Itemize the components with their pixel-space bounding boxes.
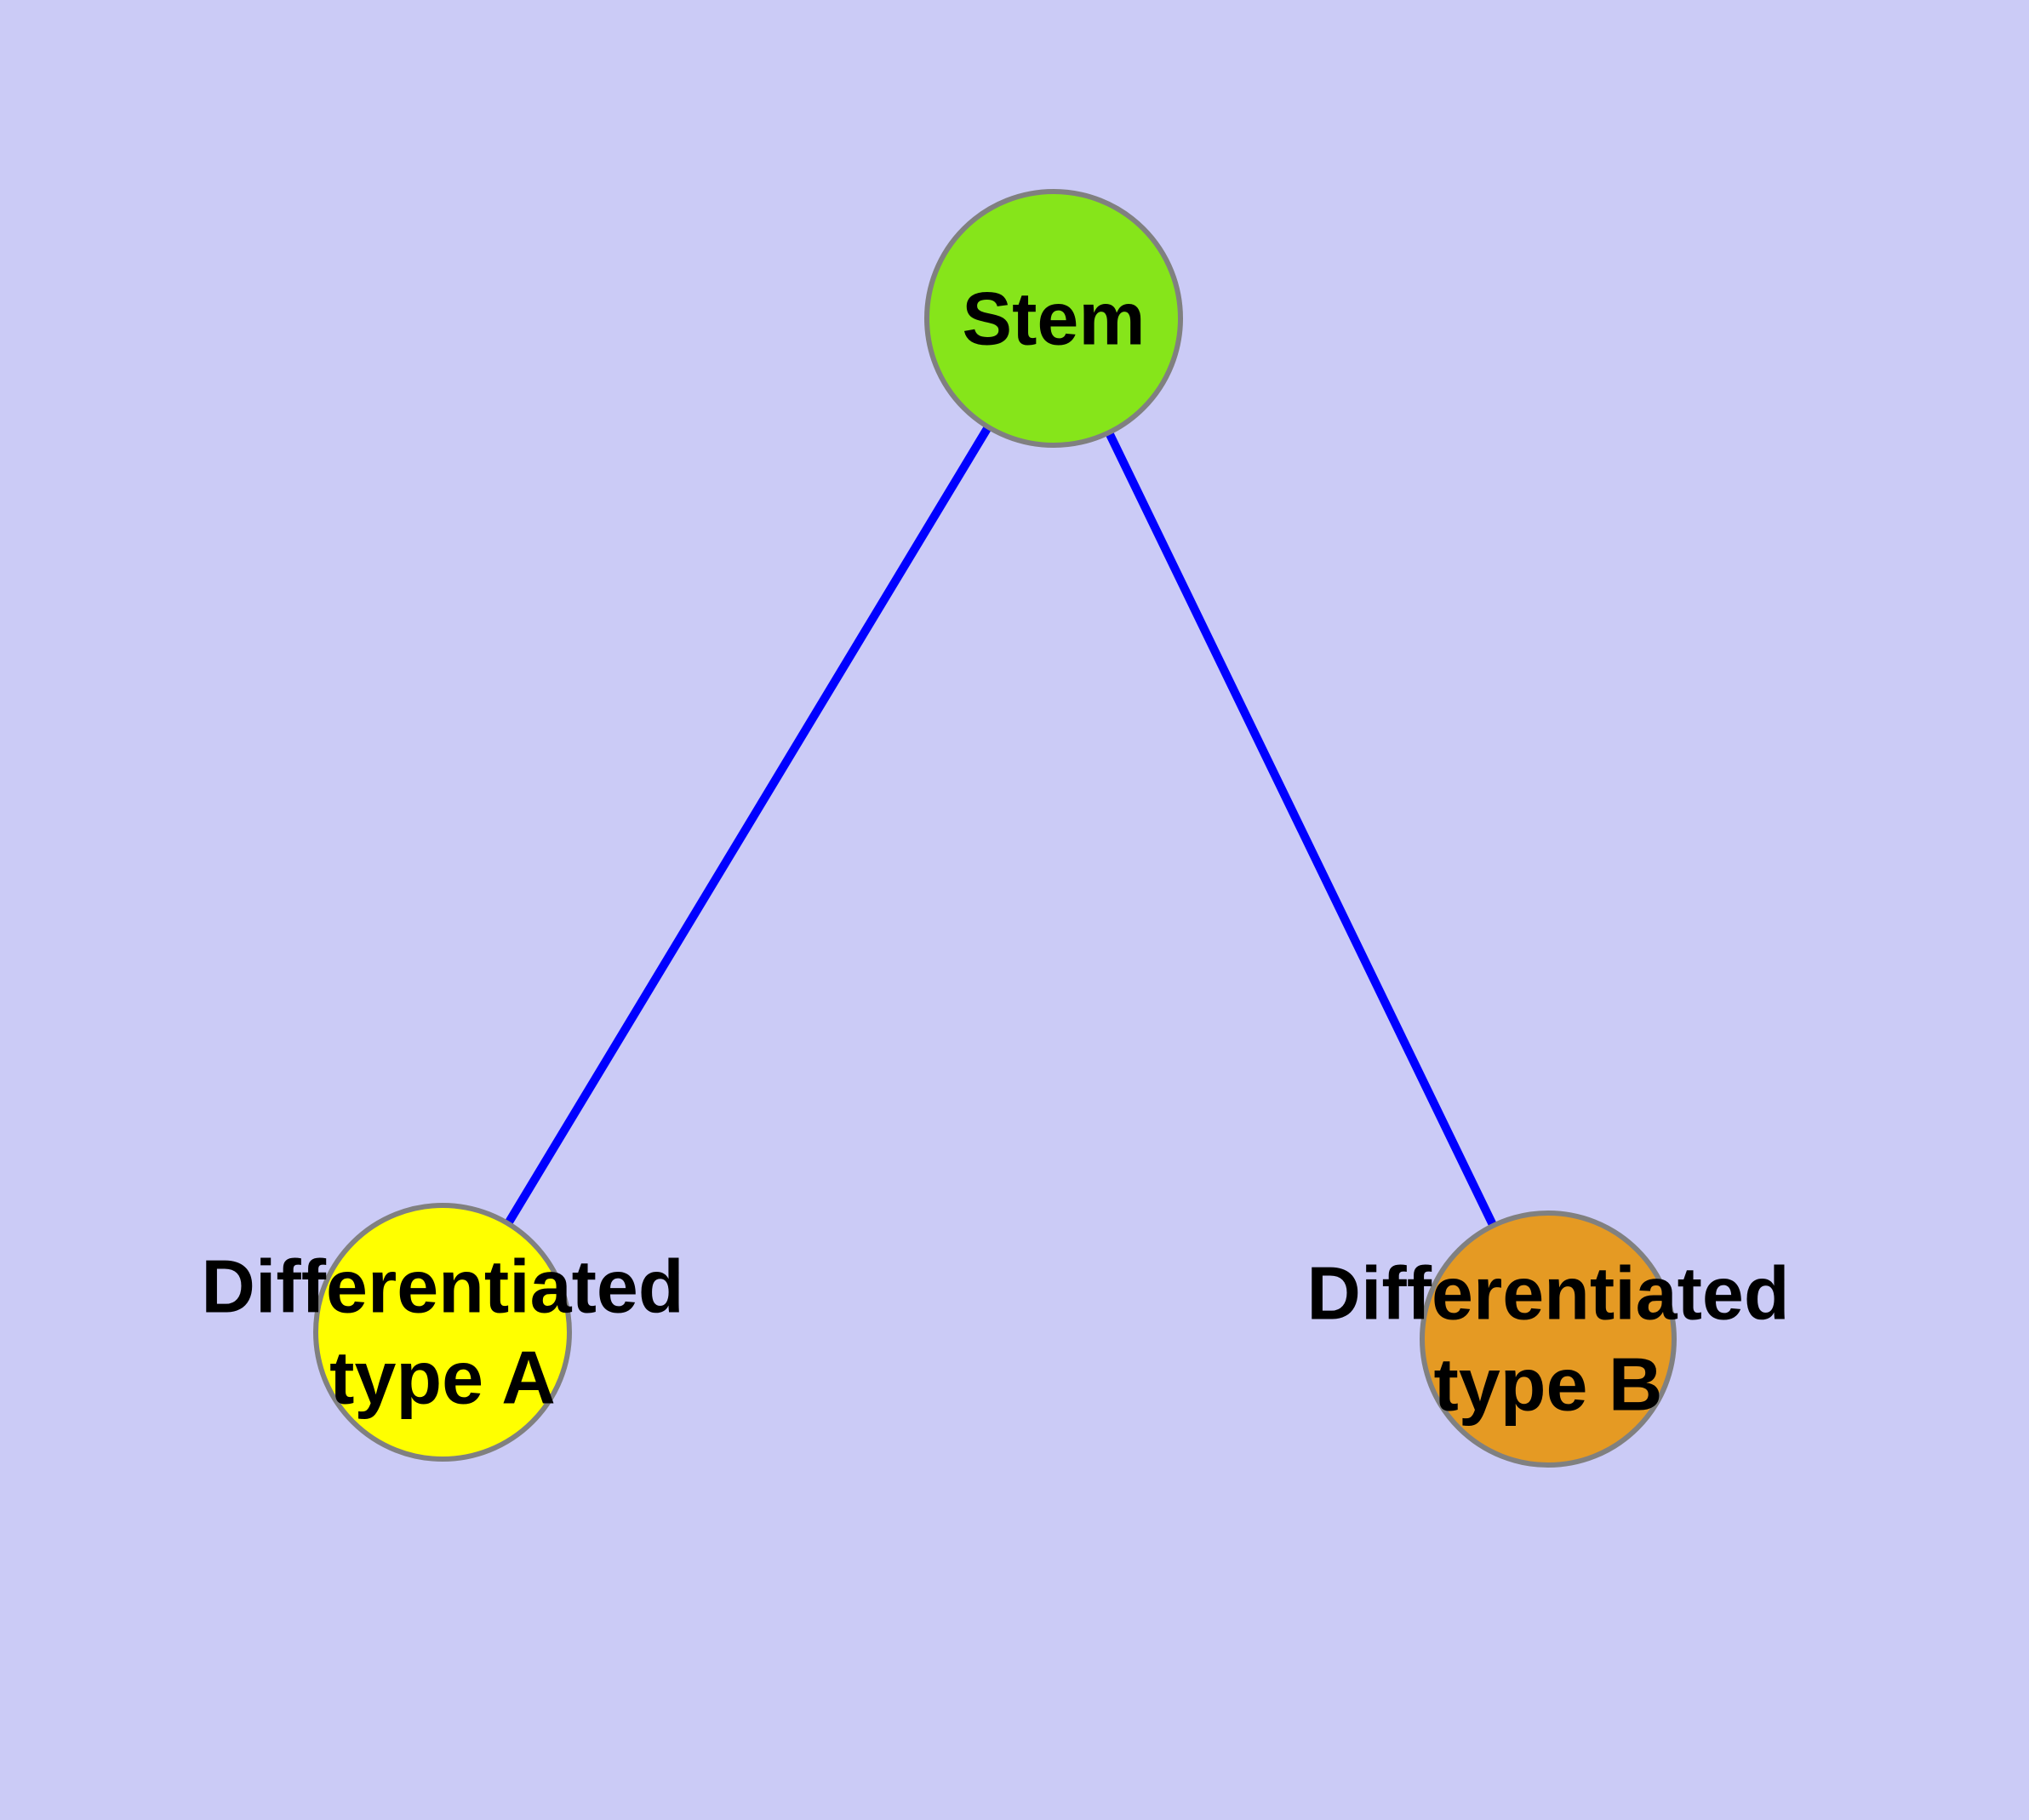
node-stem: Stem xyxy=(924,189,1183,448)
node-label-line: Differentiated xyxy=(201,1244,684,1329)
edge-stem-type-a xyxy=(438,316,1058,1335)
node-label-stem: Stem xyxy=(962,272,1145,363)
node-label-line: type B xyxy=(1433,1342,1663,1427)
edge-stem-type-b xyxy=(1049,316,1552,1342)
node-label-line: type A xyxy=(329,1336,556,1420)
node-label-line: Stem xyxy=(962,276,1146,361)
node-label-line: Differentiated xyxy=(1306,1251,1790,1336)
